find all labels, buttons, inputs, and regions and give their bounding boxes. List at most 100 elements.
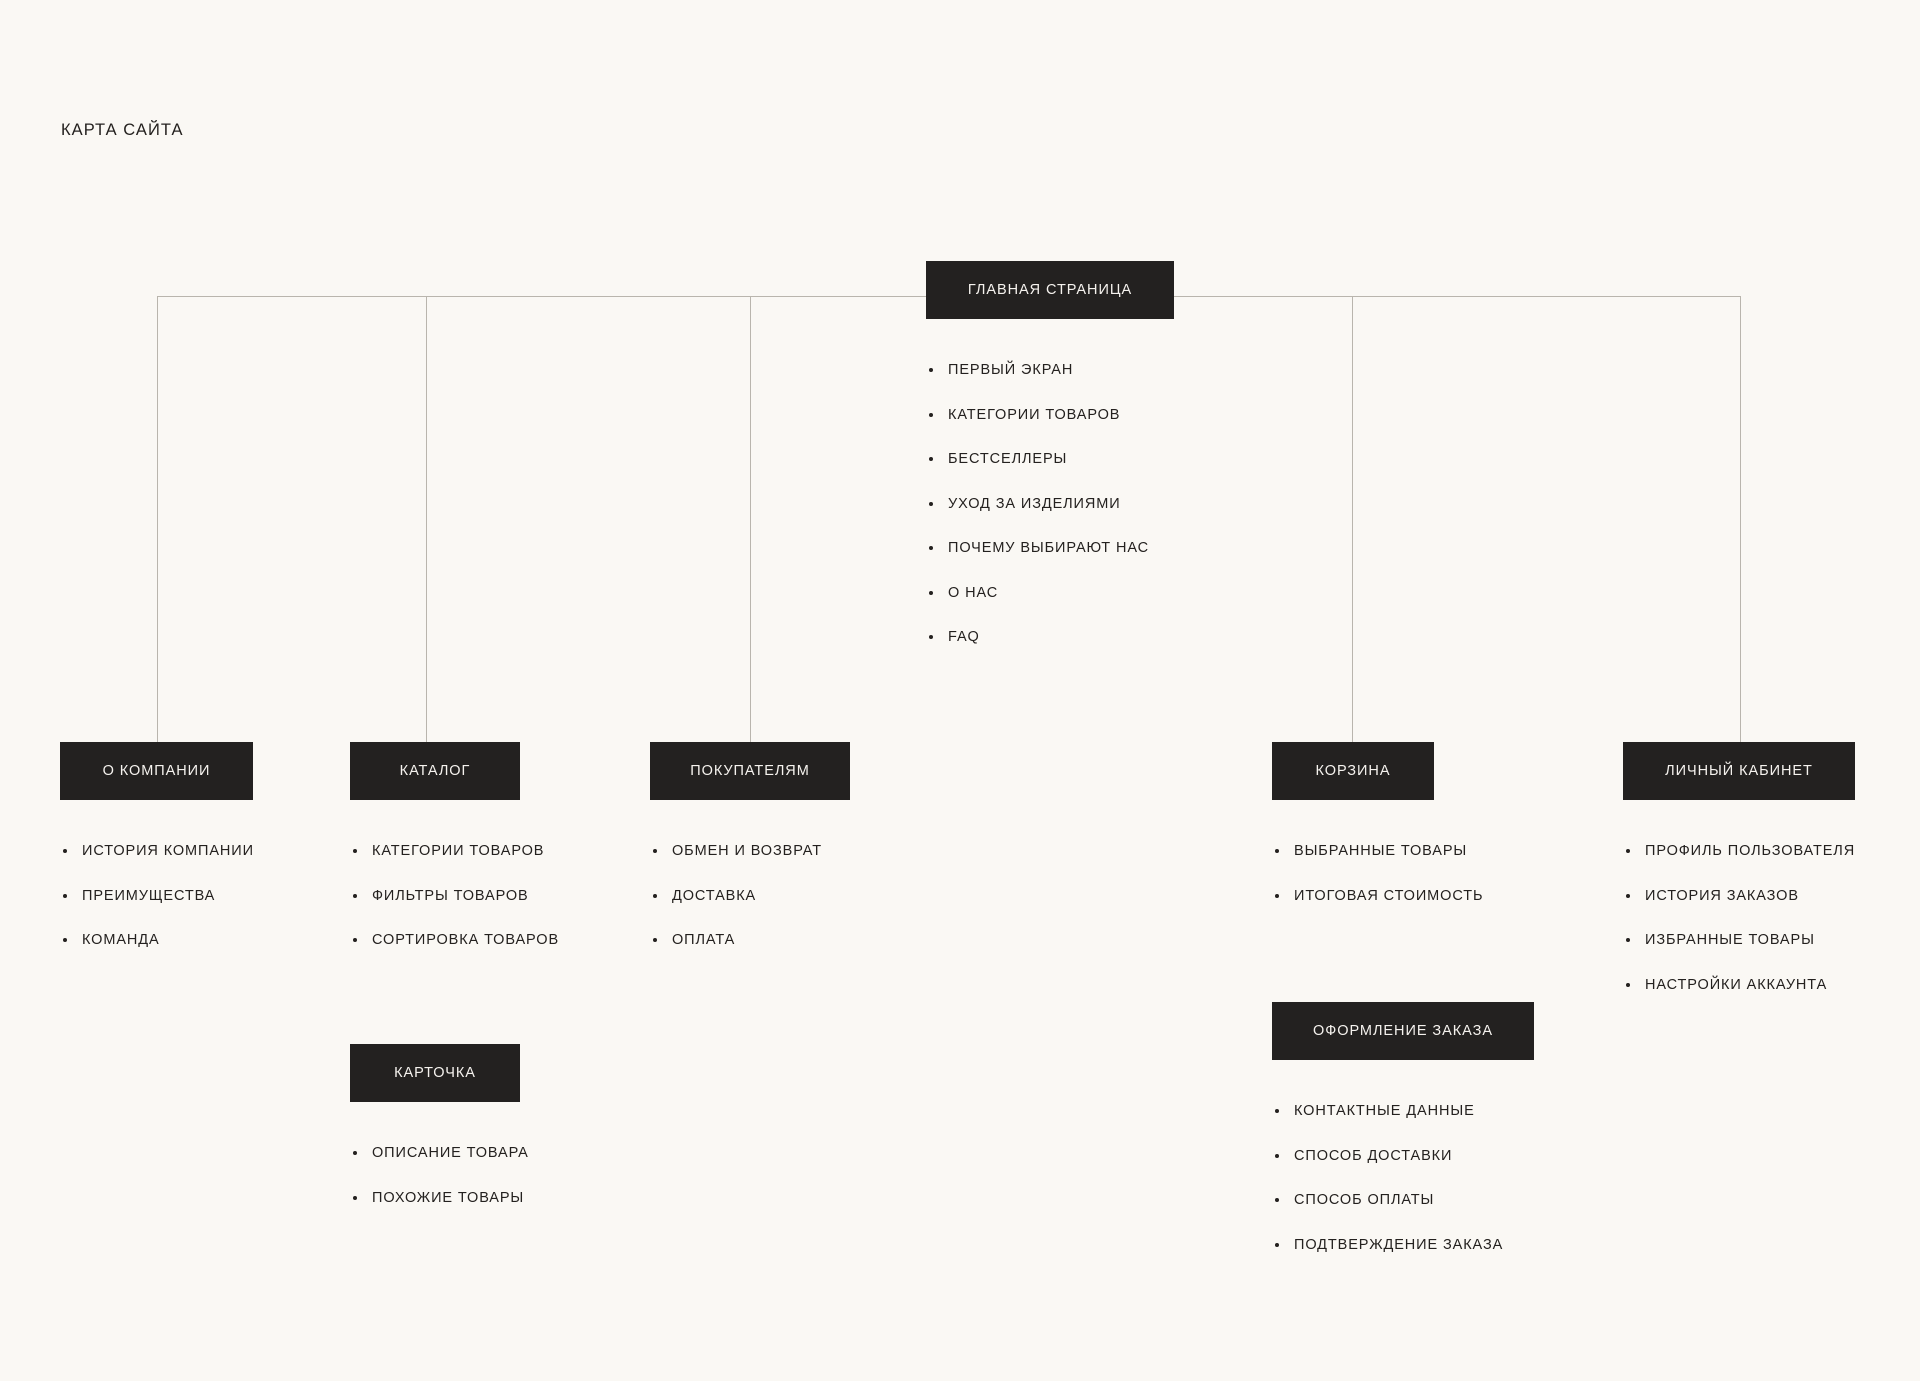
- bullet-icon: [1275, 1153, 1279, 1158]
- list-item[interactable]: ОПИСАНИЕ ТОВАРА: [350, 1146, 528, 1161]
- list-item[interactable]: КАТЕГОРИИ ТОВАРОВ: [926, 406, 1174, 423]
- list-item[interactable]: О НАС: [926, 584, 1174, 601]
- bullet-icon: [1275, 1109, 1279, 1114]
- list-item-label: ПОХОЖИЕ ТОВАРЫ: [372, 1189, 525, 1206]
- bullet-icon: [929, 546, 933, 551]
- list-item-label: ПОЧЕМУ ВЫБИРАЮТ НАС: [948, 540, 1149, 556]
- node-checkout[interactable]: ОФОРМЛЕНИЕ ЗАКАЗА КОНТАКТНЫЕ ДАННЫЕ СПОС…: [1272, 1002, 1534, 1252]
- spacer: [1623, 800, 1855, 844]
- list-item-label: FAQ: [948, 629, 980, 645]
- list-item-label: ОПЛАТА: [672, 932, 736, 948]
- node-buyers-list: ОБМЕН И ВОЗВРАТ ДОСТАВКА ОПЛАТА: [650, 844, 850, 948]
- bullet-icon: [929, 501, 933, 506]
- spacer: [926, 319, 1174, 363]
- bullet-icon: [63, 849, 67, 854]
- list-item-label: НАСТРОЙКИ АККАУНТА: [1645, 976, 1828, 993]
- node-account[interactable]: ЛИЧНЫЙ КАБИНЕТ ПРОФИЛЬ ПОЛЬЗОВАТЕЛЯ ИСТО…: [1623, 742, 1855, 992]
- node-about-company-box[interactable]: О КОМПАНИИ: [60, 742, 253, 800]
- list-item[interactable]: КАТЕГОРИИ ТОВАРОВ: [350, 844, 543, 859]
- list-item-label: КАТЕГОРИИ ТОВАРОВ: [948, 406, 1121, 423]
- list-item[interactable]: ОБМЕН И ВОЗВРАТ: [650, 844, 850, 859]
- list-item[interactable]: ИСТОРИЯ КОМПАНИИ: [60, 844, 253, 859]
- bullet-icon: [353, 1151, 357, 1156]
- node-checkout-list: КОНТАКТНЫЕ ДАННЫЕ СПОСОБ ДОСТАВКИ СПОСОБ…: [1272, 1104, 1534, 1252]
- list-item[interactable]: ПРОФИЛЬ ПОЛЬЗОВАТЕЛЯ: [1623, 844, 1855, 859]
- bullet-icon: [63, 938, 67, 943]
- connector-rail-left: [157, 296, 927, 297]
- list-item[interactable]: FAQ: [926, 630, 1174, 645]
- spacer: [350, 1102, 520, 1146]
- list-item[interactable]: НАСТРОЙКИ АККАУНТА: [1623, 976, 1855, 993]
- list-item[interactable]: ПРЕИМУЩЕСТВА: [60, 888, 253, 904]
- connector-drop-catalog: [426, 296, 427, 742]
- list-item[interactable]: БЕСТСЕЛЛЕРЫ: [926, 452, 1174, 467]
- list-item[interactable]: ОПЛАТА: [650, 933, 850, 948]
- list-item-label: КОНТАКТНЫЕ ДАННЫЕ: [1294, 1103, 1475, 1119]
- bullet-icon: [1626, 938, 1630, 943]
- list-item-label: ФИЛЬТРЫ ТОВАРОВ: [372, 887, 529, 904]
- connector-drop-about: [157, 296, 158, 742]
- list-item[interactable]: ПОЧЕМУ ВЫБИРАЮТ НАС: [926, 541, 1174, 556]
- node-home-list: ПЕРВЫЙ ЭКРАН КАТЕГОРИИ ТОВАРОВ БЕСТСЕЛЛЕ…: [926, 363, 1174, 645]
- node-buyers[interactable]: ПОКУПАТЕЛЯМ ОБМЕН И ВОЗВРАТ ДОСТАВКА ОПЛ…: [650, 742, 850, 948]
- list-item-label: УХОД ЗА ИЗДЕЛИЯМИ: [948, 495, 1121, 512]
- node-cart[interactable]: КОРЗИНА ВЫБРАННЫЕ ТОВАРЫ ИТОГОВАЯ СТОИМО…: [1272, 742, 1483, 904]
- bullet-icon: [1626, 893, 1630, 898]
- list-item[interactable]: ИСТОРИЯ ЗАКАЗОВ: [1623, 887, 1855, 904]
- list-item[interactable]: ПОХОЖИЕ ТОВАРЫ: [350, 1190, 523, 1206]
- list-item[interactable]: СПОСОБ ОПЛАТЫ: [1272, 1193, 1534, 1208]
- bullet-icon: [653, 893, 657, 898]
- connector-drop-account: [1740, 296, 1741, 742]
- bullet-icon: [929, 590, 933, 595]
- spacer: [1272, 800, 1434, 844]
- list-item-label: ИСТОРИЯ ЗАКАЗОВ: [1645, 887, 1799, 904]
- connector-drop-cart: [1352, 296, 1353, 742]
- list-item[interactable]: СПОСОБ ДОСТАВКИ: [1272, 1147, 1534, 1164]
- list-item-label: КАТЕГОРИИ ТОВАРОВ: [372, 843, 545, 859]
- bullet-icon: [1275, 893, 1279, 898]
- list-item[interactable]: УХОД ЗА ИЗДЕЛИЯМИ: [926, 495, 1174, 512]
- list-item[interactable]: ПОДТВЕРЖДЕНИЕ ЗАКАЗА: [1272, 1237, 1534, 1253]
- node-home-box[interactable]: ГЛАВНАЯ СТРАНИЦА: [926, 261, 1174, 319]
- list-item[interactable]: ИТОГОВАЯ СТОИМОСТЬ: [1272, 888, 1483, 904]
- node-buyers-box[interactable]: ПОКУПАТЕЛЯМ: [650, 742, 850, 800]
- list-item[interactable]: КОНТАКТНЫЕ ДАННЫЕ: [1272, 1104, 1534, 1119]
- bullet-icon: [1626, 849, 1630, 854]
- spacer: [60, 800, 253, 844]
- bullet-icon: [929, 635, 933, 640]
- node-product-card[interactable]: КАРТОЧКА ОПИСАНИЕ ТОВАРА ПОХОЖИЕ ТОВАРЫ: [350, 1044, 528, 1206]
- node-about-company[interactable]: О КОМПАНИИ ИСТОРИЯ КОМПАНИИ ПРЕИМУЩЕСТВА…: [60, 742, 253, 948]
- node-catalog[interactable]: КАТАЛОГ КАТЕГОРИИ ТОВАРОВ ФИЛЬТРЫ ТОВАРО…: [350, 742, 558, 948]
- bullet-icon: [653, 938, 657, 943]
- list-item[interactable]: ДОСТАВКА: [650, 888, 850, 904]
- node-checkout-box[interactable]: ОФОРМЛЕНИЕ ЗАКАЗА: [1272, 1002, 1534, 1060]
- list-item-label: СПОСОБ ДОСТАВКИ: [1294, 1147, 1453, 1164]
- list-item[interactable]: КОМАНДА: [60, 933, 253, 948]
- list-item-label: КОМАНДА: [82, 932, 160, 948]
- list-item[interactable]: ПЕРВЫЙ ЭКРАН: [926, 363, 1174, 378]
- list-item-label: ИТОГОВАЯ СТОИМОСТЬ: [1294, 887, 1484, 904]
- connector-rail-right: [1174, 296, 1741, 297]
- node-catalog-list: КАТЕГОРИИ ТОВАРОВ ФИЛЬТРЫ ТОВАРОВ СОРТИР…: [350, 844, 558, 948]
- node-product-card-box[interactable]: КАРТОЧКА: [350, 1044, 520, 1102]
- bullet-icon: [353, 1195, 357, 1200]
- list-item-label: О НАС: [948, 584, 999, 601]
- node-account-box[interactable]: ЛИЧНЫЙ КАБИНЕТ: [1623, 742, 1855, 800]
- list-item[interactable]: ВЫБРАННЫЕ ТОВАРЫ: [1272, 844, 1466, 859]
- bullet-icon: [1626, 982, 1630, 987]
- node-home[interactable]: ГЛАВНАЯ СТРАНИЦА ПЕРВЫЙ ЭКРАН КАТЕГОРИИ …: [926, 261, 1174, 645]
- connector-drop-buyers: [750, 296, 751, 742]
- node-account-list: ПРОФИЛЬ ПОЛЬЗОВАТЕЛЯ ИСТОРИЯ ЗАКАЗОВ ИЗБ…: [1623, 844, 1855, 992]
- list-item-label: ОБМЕН И ВОЗВРАТ: [672, 843, 822, 859]
- list-item[interactable]: СОРТИРОВКА ТОВАРОВ: [350, 933, 558, 948]
- list-item[interactable]: ФИЛЬТРЫ ТОВАРОВ: [350, 888, 528, 904]
- list-item-label: ИЗБРАННЫЕ ТОВАРЫ: [1645, 932, 1815, 948]
- node-cart-box[interactable]: КОРЗИНА: [1272, 742, 1434, 800]
- list-item-label: СОРТИРОВКА ТОВАРОВ: [372, 932, 560, 948]
- bullet-icon: [353, 849, 357, 854]
- bullet-icon: [353, 938, 357, 943]
- list-item[interactable]: ИЗБРАННЫЕ ТОВАРЫ: [1623, 933, 1855, 948]
- node-catalog-box[interactable]: КАТАЛОГ: [350, 742, 520, 800]
- bullet-icon: [63, 893, 67, 898]
